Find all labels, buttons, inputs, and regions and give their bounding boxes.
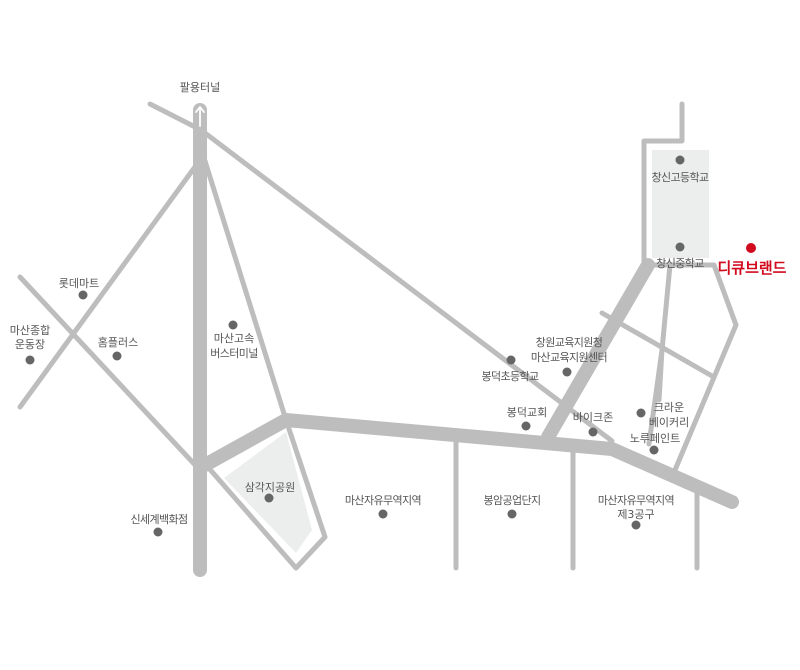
bongdeok-elem-label: 봉덕초등학교 — [481, 370, 539, 383]
terminal-label-line2: 버스터미널 — [210, 347, 258, 360]
location-markers — [25, 155, 756, 537]
bongdeok-elem-marker — [506, 355, 516, 365]
edu-center-marker — [562, 367, 572, 377]
edu-center-label: 마산교육지원센터 — [531, 351, 607, 364]
tunnel-label: 팔용터널 — [180, 81, 220, 94]
stadium-label-line1: 마산종합 — [10, 324, 50, 337]
crown-marker — [636, 408, 646, 418]
changsin-middle-label: 창신중학교 — [656, 257, 704, 270]
bongam-label: 봉암공업단지 — [483, 494, 540, 507]
stadium-label-line2: 운동장 — [15, 338, 45, 351]
free-trade-zone3-label-line1: 마산자유무역지역 — [598, 494, 674, 507]
crown-label-line1: 크라운 — [654, 401, 684, 414]
target-brand-label: 디큐브랜드 — [717, 259, 786, 277]
changsin-middle-marker — [675, 242, 685, 252]
lotte-mart-label: 롯데마트 — [59, 277, 99, 290]
bongam-marker — [507, 509, 517, 519]
terminal-label-line1: 마산고속 — [214, 332, 254, 345]
lotte-mart-marker — [78, 290, 88, 300]
changsin-high-marker — [675, 155, 685, 165]
free-trade-zone3-label-line2: 제3공구 — [617, 508, 654, 521]
noru-paint-label: 노루페인트 — [630, 432, 681, 445]
bongdeok-church-marker — [521, 421, 531, 431]
biker-zone-marker — [588, 427, 598, 437]
biker-zone-label: 바이크존 — [573, 411, 613, 424]
changsin-high-label: 창신고등학교 — [651, 171, 709, 184]
samgak-park-area — [224, 432, 312, 553]
tunnel-arrow-icon — [195, 106, 205, 127]
bongdeok-church-label: 봉덕교회 — [507, 406, 547, 419]
edu-office-label: 창원교육지원청 — [536, 336, 603, 349]
shinsegae-label: 신세계백화점 — [130, 513, 187, 526]
samgak-park-marker — [264, 493, 274, 503]
homeplus-label: 홈플러스 — [98, 335, 138, 349]
target-brand-marker — [746, 243, 756, 253]
major-roads — [193, 103, 739, 577]
stadium-marker — [25, 355, 35, 365]
noru-paint-marker — [649, 445, 659, 455]
crown-label-line2: 베이커리 — [649, 416, 689, 429]
free-trade-zone3-marker — [631, 520, 641, 530]
samgak-park-label: 삼각지공원 — [245, 481, 296, 494]
shinsegae-marker — [153, 527, 163, 537]
terminal-marker — [228, 320, 238, 330]
free-trade-zone-label: 마산자유무역지역 — [345, 494, 421, 507]
homeplus-marker — [112, 351, 122, 361]
place-labels: 팔용터널 롯데마트 마산종합 운동장 홈플러스 마산고속 버스터미널 삼각지공원… — [10, 81, 787, 526]
changsin-school-area — [652, 150, 709, 258]
free-trade-zone-marker — [378, 509, 388, 519]
